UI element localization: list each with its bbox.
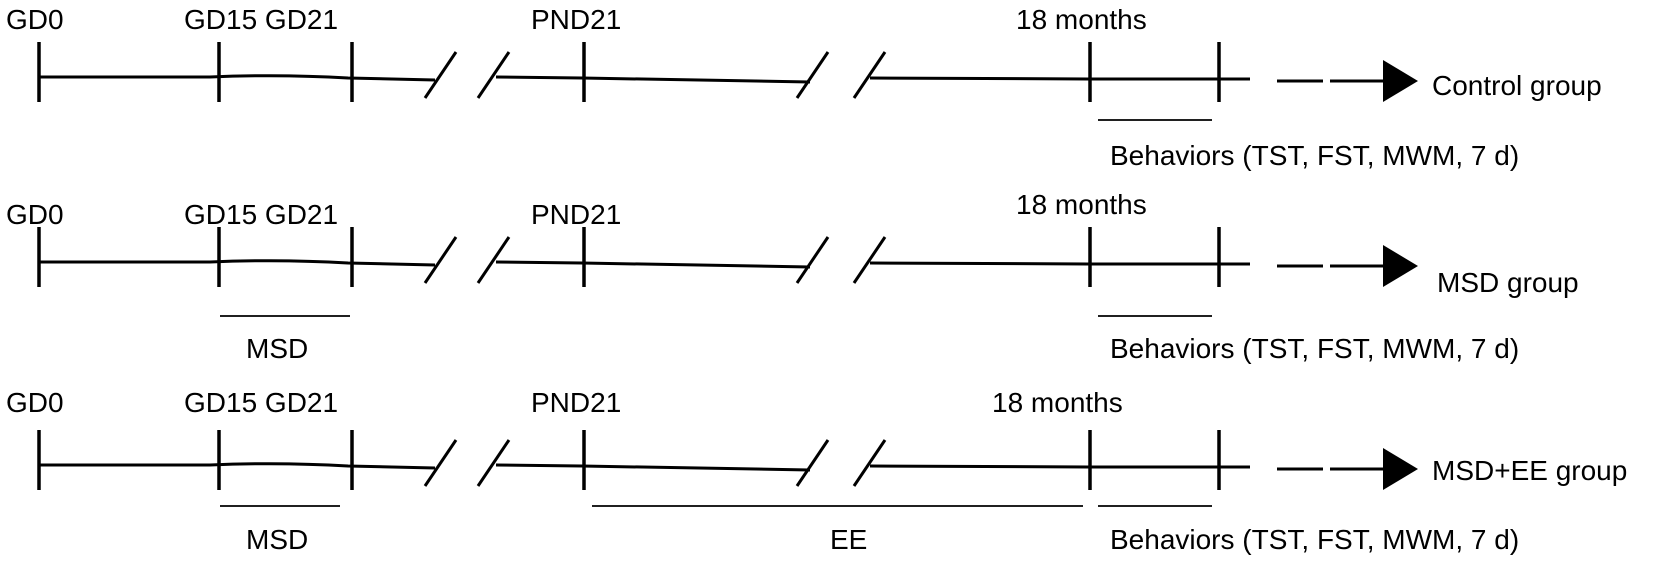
break-mark bbox=[795, 51, 830, 99]
break-mark bbox=[852, 439, 887, 487]
break-mark bbox=[476, 439, 511, 487]
period-label-ee: EE bbox=[830, 524, 867, 555]
arrow-head-icon bbox=[1383, 245, 1418, 287]
timeline-line-segment bbox=[869, 261, 1250, 266]
marker-label-gd15-gd21: GD15 GD21 bbox=[184, 4, 338, 35]
marker-label-18-months: 18 months bbox=[992, 387, 1123, 418]
marker-label-gd0: GD0 bbox=[6, 199, 64, 230]
break-mark bbox=[852, 236, 887, 284]
timeline-line-segment bbox=[38, 74, 436, 82]
arrow-head-icon bbox=[1383, 448, 1418, 490]
period-label-msd: MSD bbox=[246, 333, 308, 364]
marker-label-gd15-gd21: GD15 GD21 bbox=[184, 387, 338, 418]
marker-label-gd0: GD0 bbox=[6, 387, 64, 418]
timeline-line-segment bbox=[869, 76, 1250, 81]
marker-label-gd0: GD0 bbox=[6, 4, 64, 35]
break-mark bbox=[852, 51, 887, 99]
marker-label-18-months: 18 months bbox=[1016, 189, 1147, 220]
marker-label-pnd21: PND21 bbox=[531, 199, 621, 230]
break-mark bbox=[795, 439, 830, 487]
timeline-line-segment bbox=[38, 462, 436, 470]
break-mark bbox=[795, 236, 830, 284]
period-label-behaviors: Behaviors (TST, FST, MWM, 7 d) bbox=[1110, 140, 1519, 171]
group-label: MSD+EE group bbox=[1432, 455, 1627, 486]
timeline-line-segment bbox=[495, 75, 811, 84]
arrow-head-icon bbox=[1383, 60, 1418, 102]
period-label-msd: MSD bbox=[246, 524, 308, 555]
timeline-msd-ee: GD0 GD15 GD21 PND21 18 months MSD+EE gro… bbox=[6, 387, 1627, 555]
break-mark bbox=[476, 236, 511, 284]
marker-label-pnd21: PND21 bbox=[531, 387, 621, 418]
break-mark bbox=[423, 236, 458, 284]
timeline-control: GD0 GD15 GD21 PND21 18 months Control gr… bbox=[6, 4, 1602, 171]
marker-label-18-months: 18 months bbox=[1016, 4, 1147, 35]
timeline-line-segment bbox=[38, 259, 436, 267]
timeline-line-segment bbox=[495, 260, 811, 269]
marker-label-gd15-gd21: GD15 GD21 bbox=[184, 199, 338, 230]
timeline-msd: GD0 GD15 GD21 PND21 18 months MSD group … bbox=[6, 189, 1579, 364]
break-mark bbox=[423, 51, 458, 99]
break-mark bbox=[423, 439, 458, 487]
period-label-behaviors: Behaviors (TST, FST, MWM, 7 d) bbox=[1110, 524, 1519, 555]
break-mark bbox=[476, 51, 511, 99]
marker-label-pnd21: PND21 bbox=[531, 4, 621, 35]
timeline-line-segment bbox=[869, 464, 1250, 469]
timeline-line-segment bbox=[495, 463, 811, 472]
group-label: Control group bbox=[1432, 70, 1602, 101]
period-label-behaviors: Behaviors (TST, FST, MWM, 7 d) bbox=[1110, 333, 1519, 364]
group-label: MSD group bbox=[1437, 267, 1579, 298]
